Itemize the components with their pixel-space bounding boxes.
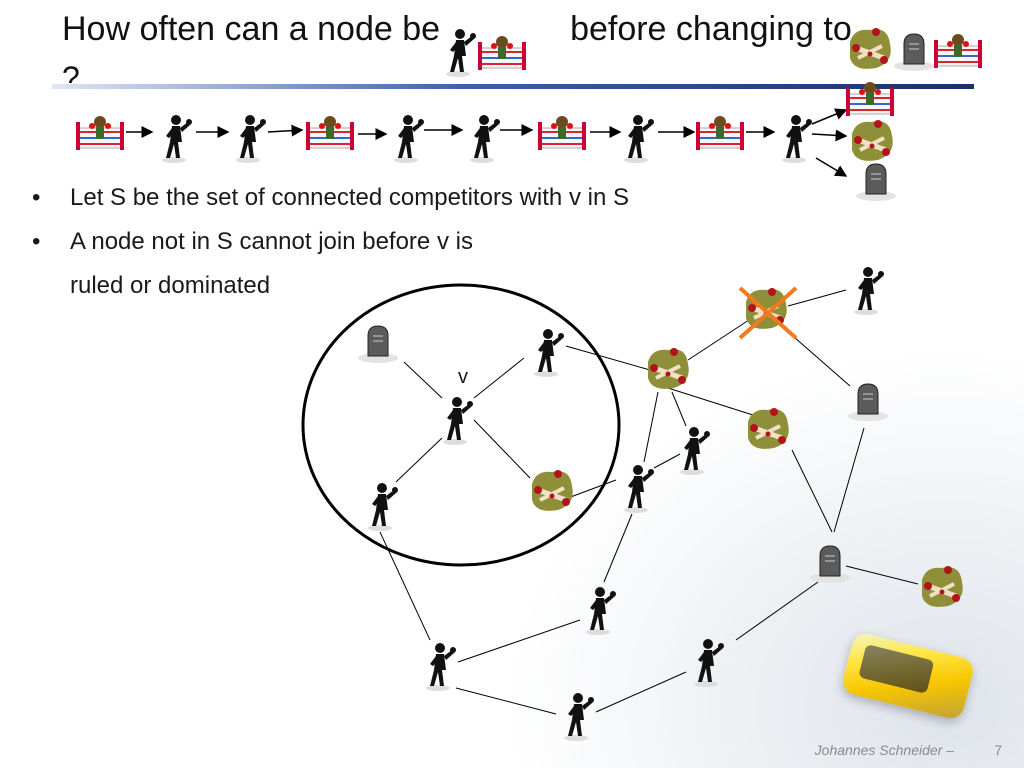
state-sequence bbox=[76, 82, 896, 201]
ko-node bbox=[748, 408, 789, 449]
tombstone-node bbox=[848, 384, 888, 421]
page-number: 7 bbox=[994, 742, 1002, 758]
graph-edges bbox=[380, 290, 918, 714]
title-boxer-icon bbox=[446, 29, 476, 77]
title-ring-icon bbox=[478, 36, 526, 70]
title-tombstone-icon bbox=[894, 34, 934, 71]
ring-icon bbox=[306, 116, 354, 150]
boxer-node bbox=[426, 643, 456, 691]
boxer-icon bbox=[624, 115, 654, 163]
ring-icon bbox=[846, 82, 894, 116]
boxer-node bbox=[534, 329, 564, 377]
ring-icon bbox=[538, 116, 586, 150]
boxer-node bbox=[854, 267, 884, 315]
title-ring-icon bbox=[934, 34, 982, 68]
boxer-node bbox=[368, 483, 398, 531]
title-ko-icon bbox=[850, 28, 891, 69]
boxer-icon bbox=[394, 115, 424, 163]
set-s-circle bbox=[303, 285, 619, 565]
boxer-node bbox=[586, 587, 616, 635]
boxer-node bbox=[624, 465, 654, 513]
ring-icon bbox=[696, 116, 744, 150]
boxer-icon bbox=[470, 115, 500, 163]
tombstone-icon bbox=[856, 164, 896, 201]
ko-node bbox=[922, 566, 963, 607]
boxer-node bbox=[564, 693, 594, 741]
ring-icon bbox=[76, 116, 124, 150]
tombstone-node bbox=[358, 326, 398, 363]
boxer-node-v bbox=[443, 397, 473, 445]
tombstone-node bbox=[810, 546, 850, 583]
boxer-icon bbox=[236, 115, 266, 163]
ko-icon bbox=[852, 120, 893, 161]
boxer-icon bbox=[782, 115, 812, 163]
ko-node bbox=[532, 470, 573, 511]
boxer-icon bbox=[162, 115, 192, 163]
ko-node bbox=[648, 348, 689, 389]
boxer-node bbox=[694, 639, 724, 687]
footer-author: Johannes Schneider – bbox=[815, 742, 954, 758]
boxer-node bbox=[680, 427, 710, 475]
